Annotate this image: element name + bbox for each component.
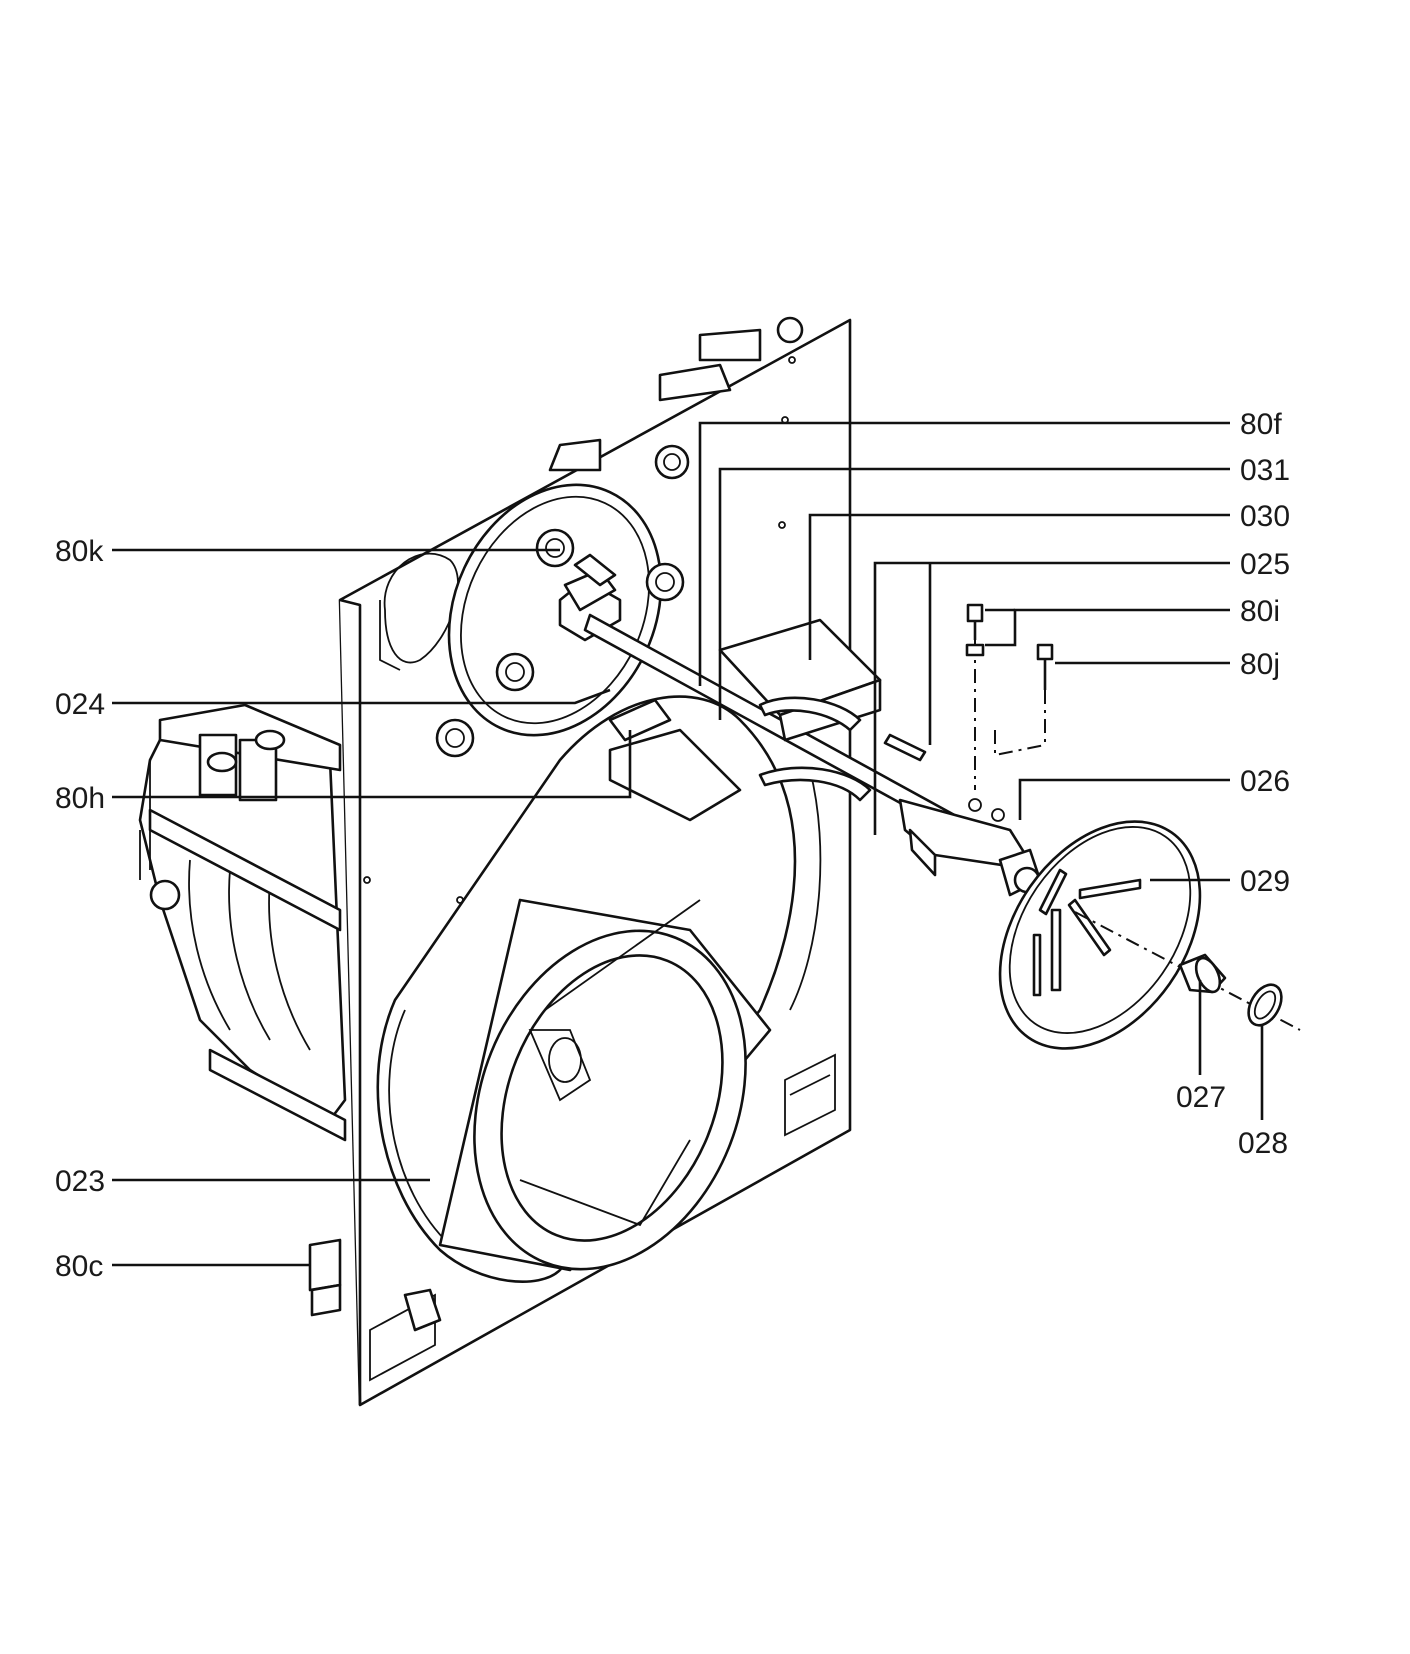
screw-80i [965,603,985,657]
part-labels: 80f 031 030 025 80i 80j 026 029 027 028 … [55,408,1290,1283]
label-030: 030 [1240,500,1290,533]
label-80f: 80f [1240,408,1282,441]
motor-assembly [138,703,347,1142]
swirl-disc [998,820,1202,1050]
nozzle [1178,953,1227,994]
label-031: 031 [1240,454,1290,487]
ignition-assembly [563,553,1046,897]
label-024: 024 [55,688,105,721]
label-026: 026 [1240,765,1290,798]
label-027: 027 [1176,1081,1226,1114]
label-80j: 80j [1240,648,1280,681]
label-023: 023 [55,1165,105,1198]
screw-80j [1036,643,1054,690]
o-ring [1247,983,1283,1027]
label-028: 028 [1238,1127,1288,1160]
label-029: 029 [1240,865,1290,898]
blower-housing [376,695,822,1283]
label-80c: 80c [55,1250,103,1283]
label-80h: 80h [55,782,105,815]
label-80i: 80i [1240,595,1280,628]
label-025: 025 [1240,548,1290,581]
leader-lines [112,421,1264,1267]
label-80k: 80k [55,535,104,568]
